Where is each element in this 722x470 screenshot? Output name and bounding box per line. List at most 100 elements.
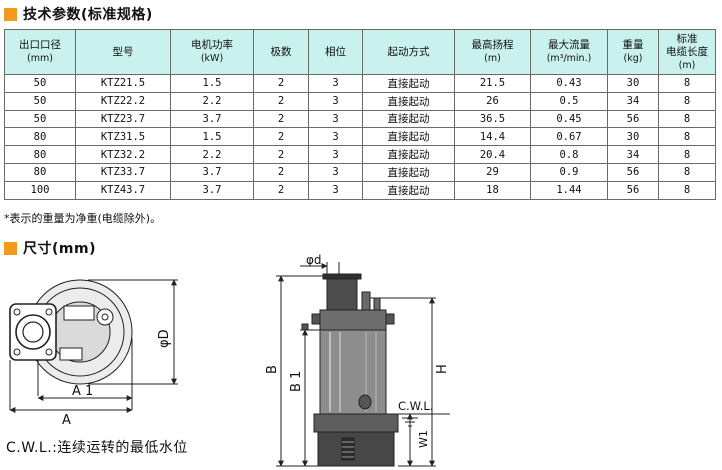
- table-cell: 30: [607, 127, 659, 147]
- table-cell: 0.9: [530, 162, 608, 182]
- table-cell: KTZ32.2: [75, 145, 171, 164]
- table-cell: KTZ22.2: [75, 91, 171, 111]
- label-b1: B 1: [289, 371, 304, 392]
- table-cell: 3.7: [170, 162, 254, 182]
- table-cell: 3: [308, 162, 363, 182]
- table-cell: 直接起动: [362, 162, 455, 182]
- table-cell: 1.5: [170, 74, 254, 93]
- column-header: 重量(kg): [607, 29, 659, 75]
- table-cell: 8: [658, 109, 716, 129]
- table-cell: 1.44: [530, 180, 608, 200]
- table-cell: 8: [658, 180, 716, 200]
- table-cell: 0.45: [530, 109, 608, 129]
- column-header-label: 极数: [270, 45, 292, 58]
- table-cell: 3.7: [170, 109, 254, 129]
- top-view-dimensions: [9, 279, 177, 413]
- table-cell: 2: [253, 162, 309, 182]
- section-dimension-header: 尺寸(mm): [4, 238, 96, 258]
- table-cell: 18: [454, 180, 531, 200]
- table-cell: 2.2: [170, 91, 254, 111]
- table-cell: 0.67: [530, 127, 608, 147]
- table-cell: 80: [4, 127, 76, 147]
- table-cell: 34: [607, 91, 659, 111]
- table-cell: 8: [658, 127, 716, 147]
- column-header-label: 型号: [112, 45, 134, 58]
- column-header: 最高扬程 (m): [454, 29, 531, 75]
- table-cell: 21.5: [454, 74, 531, 93]
- table-cell: KTZ23.7: [75, 109, 171, 129]
- table-cell: KTZ43.7: [75, 180, 171, 200]
- table-cell: 80: [4, 162, 76, 182]
- table-cell: 30: [607, 74, 659, 93]
- column-header-unit: (m): [484, 53, 501, 64]
- table-cell: 8: [658, 74, 716, 93]
- table-cell: 50: [4, 109, 76, 129]
- label-phi-d-small: φd: [306, 253, 322, 267]
- table-cell: 1.5: [170, 127, 254, 147]
- table-cell: 3: [308, 180, 363, 200]
- table-cell: 3: [308, 127, 363, 147]
- column-header-label: 最高扬程: [471, 39, 514, 51]
- table-cell: 3.7: [170, 180, 254, 200]
- label-a1: A 1: [72, 384, 93, 399]
- section-dimension-title: 尺寸(mm): [23, 241, 96, 257]
- table-cell: 2: [253, 109, 309, 129]
- label-h: H: [435, 364, 450, 374]
- column-header: 起动方式: [362, 29, 455, 75]
- label-phi-d-large: φD: [157, 329, 172, 348]
- table-cell: 50: [4, 74, 76, 93]
- table-cell: KTZ33.7: [75, 162, 171, 182]
- table-cell: 8: [658, 145, 716, 164]
- table-cell: 0.5: [530, 91, 608, 111]
- table-cell: 0.43: [530, 74, 608, 93]
- table-cell: 直接起动: [362, 145, 455, 164]
- column-header-unit: (m³/min.): [546, 53, 592, 64]
- table-cell: 3: [308, 109, 363, 129]
- column-header: 标准 电缆长度(m): [658, 29, 716, 75]
- dimension-drawing: A 1 A φD: [9, 253, 450, 467]
- column-header-label: 重量: [622, 39, 644, 51]
- column-header-label: 最大流量: [548, 39, 590, 51]
- side-view-dimensions: [276, 262, 450, 467]
- column-header-label: 起动方式: [387, 45, 430, 58]
- table-cell: 2: [253, 74, 309, 93]
- table-cell: 56: [607, 180, 659, 200]
- spec-table: 出口口径 (mm) 型号 电机功率 (kW) 极数 相位 起动方式 最高扬程 (m) 最大流量 (m³…: [4, 29, 716, 200]
- side-view-drawing: [301, 273, 399, 467]
- column-header: 极数: [253, 29, 309, 75]
- table-cell: 26: [454, 91, 531, 111]
- table-cell: 29: [454, 162, 531, 182]
- label-b: B: [265, 365, 280, 374]
- column-header: 电机功率 (kW): [170, 29, 254, 75]
- table-cell: 20.4: [454, 145, 531, 164]
- table-cell: KTZ31.5: [75, 127, 171, 147]
- column-header-unit: (kW): [200, 53, 224, 64]
- table-cell: 50: [4, 91, 76, 111]
- table-cell: 2.2: [170, 145, 254, 164]
- table-cell: 直接起动: [362, 91, 455, 111]
- table-cell: 56: [607, 109, 659, 129]
- column-header-label: 出口口径: [19, 39, 61, 51]
- weight-note: *表示的重量为净重(电缆除外)。: [4, 212, 162, 225]
- section-spec-header: 技术参数(标准规格): [4, 4, 153, 24]
- section-marker-icon: [4, 241, 17, 255]
- label-a: A: [62, 413, 71, 428]
- column-header-unit: (m): [678, 59, 696, 71]
- table-cell: 2: [253, 127, 309, 147]
- column-header-unit: (mm): [27, 53, 53, 64]
- table-cell: 2: [253, 145, 309, 164]
- table-cell: 3: [308, 91, 363, 111]
- column-header: 型号: [75, 29, 171, 75]
- column-header-label: 相位: [325, 45, 346, 58]
- column-header-label: 电机功率: [191, 39, 233, 51]
- section-marker-icon: [4, 7, 17, 21]
- table-cell: 3: [308, 145, 363, 164]
- cwl-caption: C.W.L.:连续运转的最低水位: [6, 440, 188, 456]
- table-cell: 2: [253, 91, 309, 111]
